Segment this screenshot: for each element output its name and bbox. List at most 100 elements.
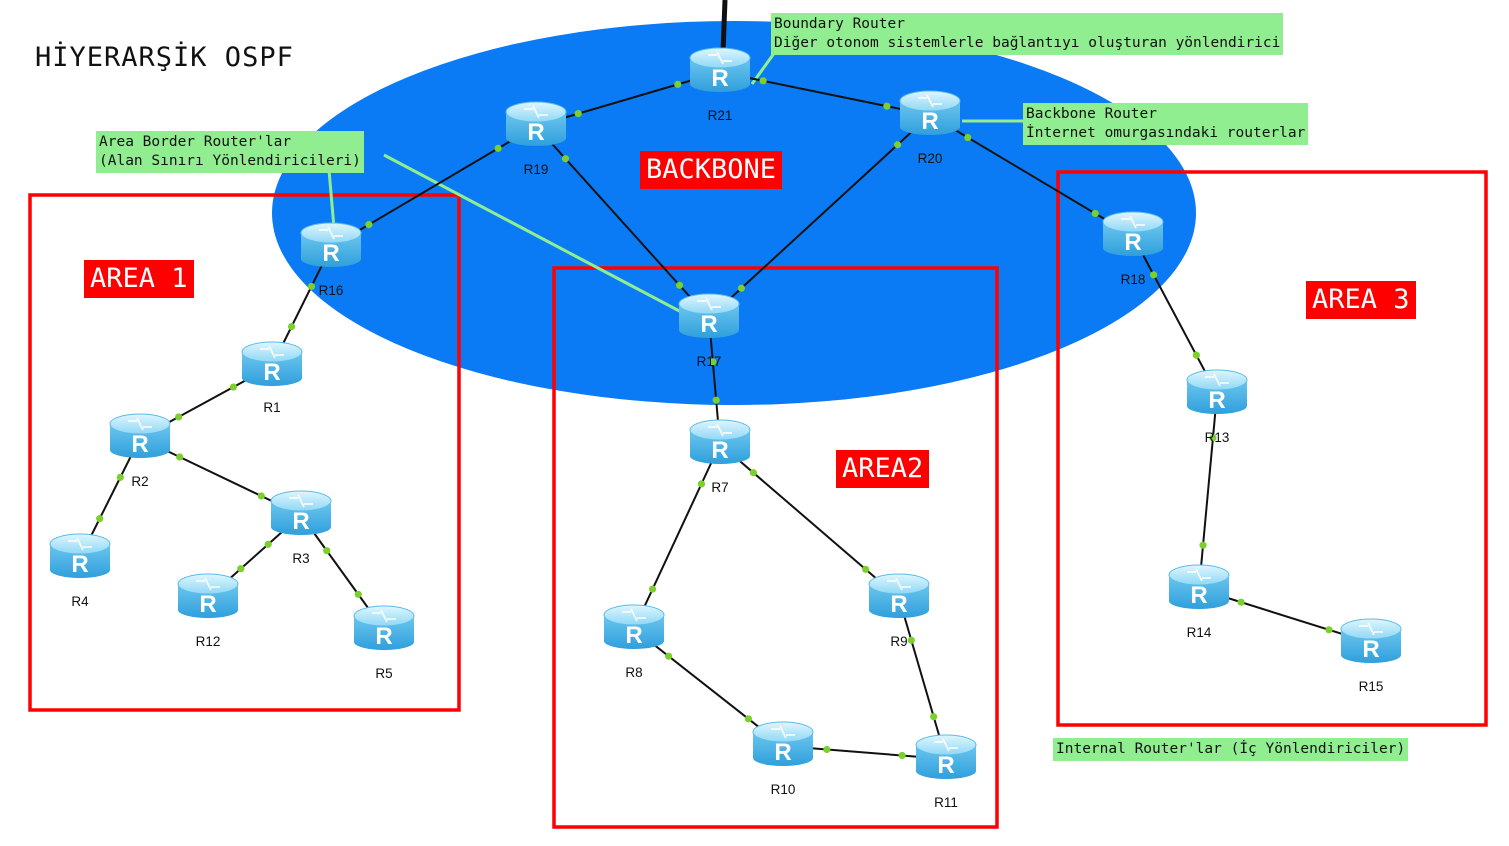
- internal-note-text: Internal Router'lar (İç Yönlendiriciler): [1056, 741, 1406, 757]
- port-dot: [898, 751, 906, 760]
- port-dot: [737, 284, 746, 292]
- router-arrows-icon: [918, 94, 942, 108]
- port-dot: [862, 565, 870, 573]
- router-arrows-icon: [708, 423, 732, 437]
- abr-callout-line-r17: [383, 153, 686, 316]
- port-dot: [257, 492, 265, 500]
- abr-note-line1: Area Border Router'lar: [99, 134, 292, 150]
- router-arrows-icon: [524, 105, 548, 119]
- router-icon-letter: R: [890, 591, 907, 618]
- internal-router-note: Internal Router'lar (İç Yönlendiriciler): [1053, 738, 1409, 761]
- router-icon-letter: R: [1124, 229, 1141, 256]
- router-icon-letter: R: [937, 752, 954, 779]
- router-arrows-icon: [128, 417, 152, 431]
- external-uplink: [720, 0, 728, 53]
- router-r3[interactable]: RR3: [270, 490, 332, 566]
- router-arrows-icon: [887, 577, 911, 591]
- router-r2[interactable]: RR2: [109, 413, 171, 489]
- router-arrows-icon: [697, 297, 721, 311]
- router-arrows-icon: [319, 226, 343, 240]
- router-r19[interactable]: R R19: [505, 101, 567, 177]
- router-label: R14: [1187, 625, 1212, 640]
- port-dot: [229, 383, 237, 391]
- port-dot: [237, 565, 245, 573]
- router-arrows-icon: [372, 609, 396, 623]
- port-dot: [287, 322, 296, 331]
- router-arrows-icon: [196, 577, 220, 591]
- backbone-label: BACKBONE: [640, 151, 783, 189]
- boundary-router-note: Boundary Router Diğer otonom sistemlerle…: [771, 13, 1284, 55]
- router-r7[interactable]: RR7: [689, 419, 751, 495]
- router-label: R17: [697, 354, 722, 369]
- port-dot: [749, 469, 757, 477]
- router-label: R19: [524, 162, 549, 177]
- router-icon-letter: R: [711, 65, 728, 92]
- link-r21-r19: [535, 71, 721, 127]
- backbone-note-line1: Backbone Router: [1026, 106, 1157, 122]
- router-icon-letter: R: [375, 623, 392, 650]
- port-dot: [665, 652, 673, 660]
- router-label: R8: [625, 665, 642, 680]
- router-label: R1: [263, 400, 280, 415]
- area1-label: AREA 1: [84, 260, 194, 298]
- backbone-area-ellipse: [272, 21, 1196, 405]
- router-r8[interactable]: R R8: [603, 604, 665, 680]
- abr-note: Area Border Router'lar (Alan Sınırı Yönl…: [96, 131, 364, 173]
- port-dot: [744, 715, 752, 723]
- router-arrows-icon: [68, 537, 92, 551]
- router-arrows-icon: [708, 51, 732, 65]
- port-dot: [697, 480, 706, 488]
- router-icon-letter: R: [322, 240, 339, 267]
- router-icon-letter: R: [625, 622, 642, 649]
- router-r5[interactable]: RR5: [353, 605, 415, 681]
- router-icon-letter: R: [774, 739, 791, 766]
- area1-box: [28, 193, 461, 712]
- abr-callout-line-r16: [327, 169, 336, 229]
- port-dot: [712, 396, 720, 404]
- boundary-note-line2: Diğer otonom sistemlerle bağlantıyı oluş…: [774, 35, 1281, 51]
- port-dot: [96, 515, 104, 523]
- link-r7-r9: [719, 443, 900, 599]
- router-label: R15: [1359, 679, 1384, 694]
- port-dot: [930, 713, 938, 721]
- link-r19-r16: [330, 125, 537, 248]
- router-r4[interactable]: RR4: [49, 533, 111, 609]
- link-r9-r11: [898, 597, 947, 760]
- port-dot: [648, 585, 657, 593]
- router-icon-letter: R: [1208, 387, 1225, 414]
- backbone-note-line2: İnternet omurgasındaki routerlar: [1026, 125, 1306, 141]
- port-dot: [907, 636, 915, 644]
- router-icon-letter: R: [263, 359, 280, 386]
- port-dot: [674, 80, 682, 88]
- area2-label: AREA2: [836, 450, 930, 488]
- router-icon-letter: R: [527, 119, 544, 146]
- router-r1[interactable]: R R1: [241, 341, 303, 415]
- router-r21[interactable]: R R21: [689, 47, 751, 123]
- port-dot: [893, 141, 902, 149]
- port-dot: [883, 102, 891, 110]
- port-dot: [264, 540, 272, 548]
- router-icon-letter: R: [131, 431, 148, 458]
- port-dot: [1091, 209, 1099, 218]
- router-r9[interactable]: R R9: [868, 573, 930, 649]
- port-dot: [1209, 434, 1217, 442]
- page-title: HİYERARŞİK OSPF: [35, 42, 294, 73]
- router-arrows-icon: [934, 738, 958, 752]
- router-label: R21: [708, 108, 733, 123]
- boundary-note-line1: Boundary Router: [774, 16, 905, 32]
- router-icon-letter: R: [199, 591, 216, 618]
- router-label: R9: [890, 634, 907, 649]
- router-arrows-icon: [1121, 215, 1145, 229]
- area3-label: AREA 3: [1306, 281, 1416, 319]
